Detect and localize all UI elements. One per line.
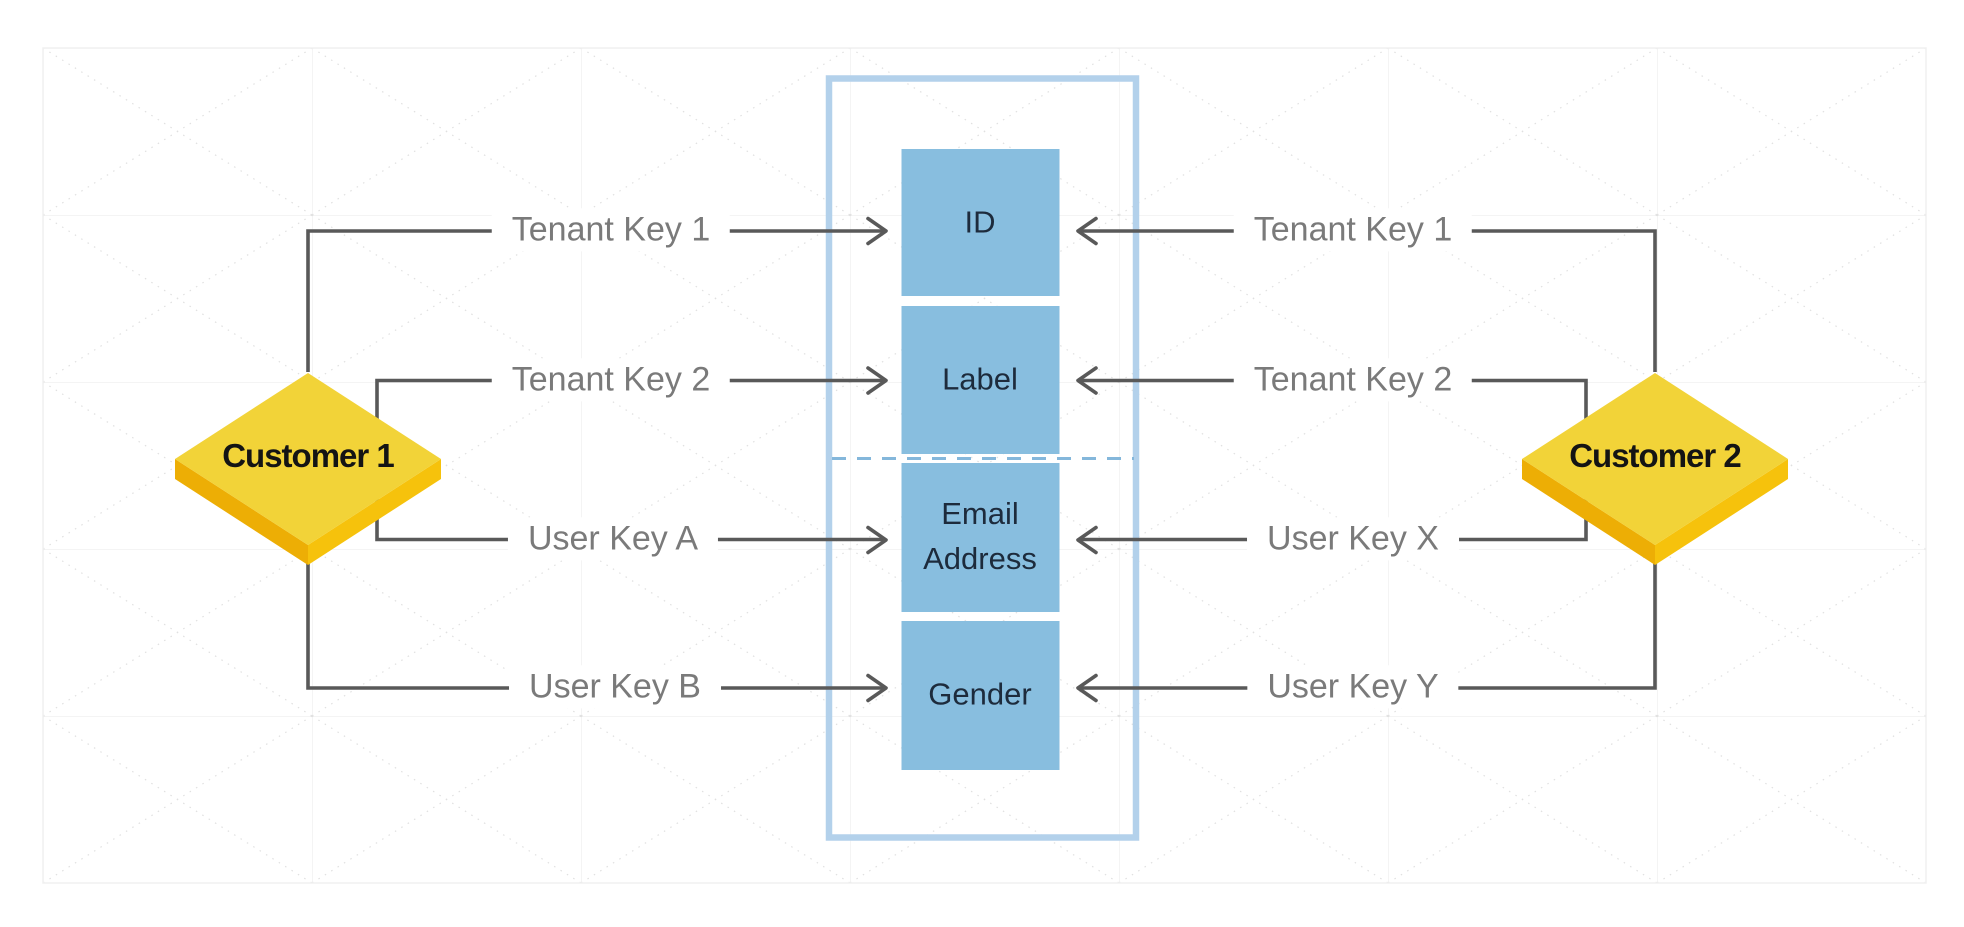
- schema-container[interactable]: [825, 75, 1140, 841]
- field-label-email-address: Email Address: [923, 496, 1037, 576]
- field-label-label: Label: [942, 361, 1018, 397]
- diamond-face: [1522, 373, 1788, 545]
- field-box-id[interactable]: [901, 149, 1060, 296]
- arrowhead-right-row2: [1076, 366, 1098, 395]
- customer-1-node[interactable]: [175, 373, 441, 565]
- diamond-side-left: [175, 459, 308, 565]
- arrowhead-left-row3: [866, 525, 888, 555]
- field-box-label[interactable]: [901, 306, 1060, 454]
- key-label-left-tenant-key-2[interactable]: Tenant Key 2: [491, 358, 731, 402]
- arrowhead-left-row4: [866, 673, 888, 703]
- key-label-right-user-key-x[interactable]: User Key X: [1247, 517, 1459, 561]
- key-label-left-user-key-a[interactable]: User Key A: [507, 517, 719, 561]
- arrowhead-left-row2: [866, 366, 888, 395]
- diamond-face: [175, 373, 441, 545]
- field-label-gender: Gender: [928, 676, 1032, 712]
- field-box-gender[interactable]: [901, 621, 1060, 770]
- field-label-id: ID: [964, 204, 996, 240]
- diamond-side-left: [1522, 459, 1655, 565]
- arrowhead-right-row3: [1076, 525, 1098, 555]
- key-label-right-user-key-y[interactable]: User Key Y: [1247, 665, 1459, 709]
- key-label-right-tenant-key-2[interactable]: Tenant Key 2: [1233, 358, 1473, 402]
- arrowhead-right-row1: [1076, 216, 1098, 246]
- entity-label-customer-2: Customer 2: [1569, 437, 1742, 474]
- key-label-left-tenant-key-1[interactable]: Tenant Key 1: [491, 208, 731, 252]
- arrowhead-left-row1: [866, 216, 888, 246]
- entity-label-customer-1: Customer 1: [222, 437, 395, 474]
- key-label-right-tenant-key-1[interactable]: Tenant Key 1: [1233, 208, 1473, 252]
- diamond-side-right: [1655, 459, 1788, 565]
- customer-2-node[interactable]: [1522, 373, 1788, 565]
- diamond-side-right: [308, 459, 441, 565]
- key-label-left-user-key-b[interactable]: User Key B: [509, 665, 721, 709]
- arrowhead-right-row4: [1076, 673, 1098, 703]
- field-box-email-address[interactable]: [901, 463, 1060, 612]
